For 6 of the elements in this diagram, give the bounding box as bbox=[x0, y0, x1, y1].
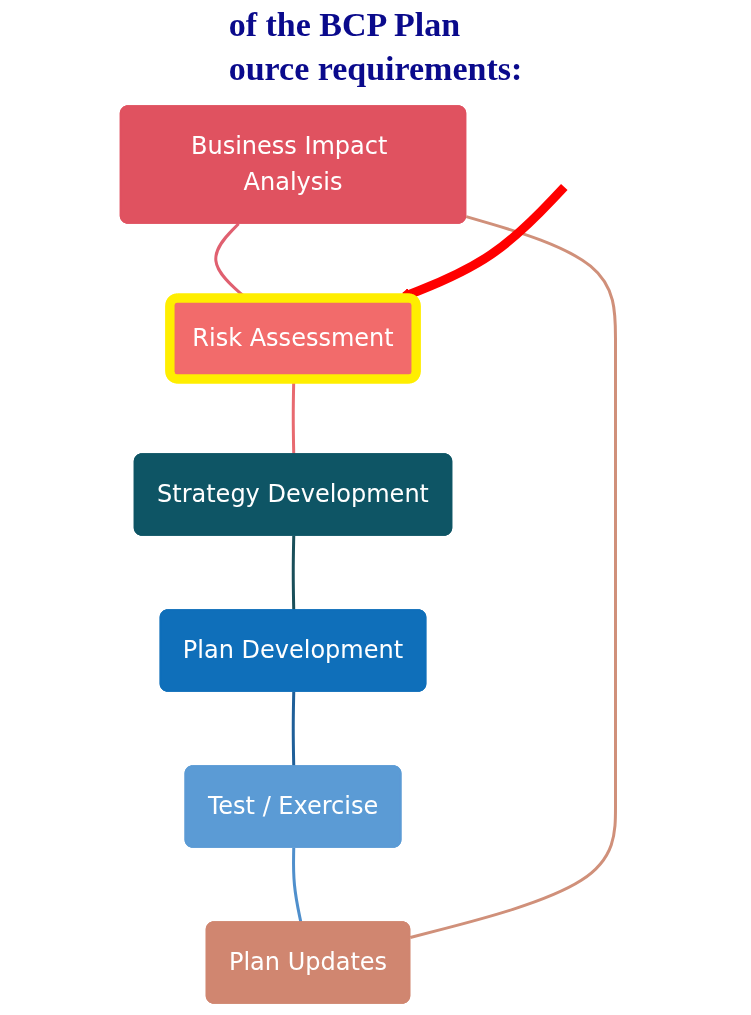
connector bbox=[292, 847, 303, 924]
heading-text: of the BCP Plan bbox=[228, 6, 462, 44]
connector bbox=[291, 691, 296, 767]
heading-text: ource requirements: bbox=[228, 50, 523, 88]
connector bbox=[409, 215, 617, 939]
connector bbox=[291, 535, 296, 611]
